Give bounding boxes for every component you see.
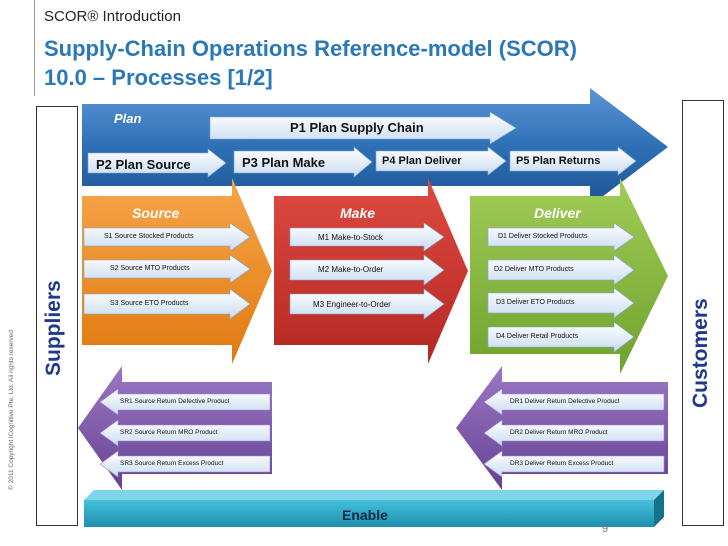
header-divider-line xyxy=(34,0,35,96)
enable-bar-side xyxy=(654,490,664,527)
plan-heading: Plan xyxy=(114,111,142,126)
suppliers-box xyxy=(36,106,78,526)
p1-arrow xyxy=(209,111,517,145)
s1-arrow xyxy=(83,222,251,252)
m2-label: M2 Make-to-Order xyxy=(318,265,384,274)
p2-label: P2 Plan Source xyxy=(96,157,191,172)
sr1-arrow xyxy=(99,388,271,416)
p2-arrow xyxy=(87,148,227,178)
p4-arrow xyxy=(375,146,507,176)
enable-bar-top xyxy=(84,490,664,500)
d1-arrow xyxy=(487,222,635,252)
sr2-arrow xyxy=(99,419,271,447)
d2-arrow xyxy=(487,254,635,286)
d2-label: D2 Deliver MTO Products xyxy=(494,266,574,273)
p3-arrow xyxy=(233,146,373,178)
sr3-label: SR3 Source Return Excess Product xyxy=(120,460,224,467)
suppliers-label: Suppliers xyxy=(42,280,65,376)
d1-label: D1 Deliver Stocked Products xyxy=(498,233,588,240)
sr1-label: SR1 Source Return Defective Product xyxy=(120,398,230,405)
m2-arrow xyxy=(289,254,445,286)
m1-arrow xyxy=(289,222,445,252)
m3-label: M3 Engineer-to-Order xyxy=(313,300,391,309)
m3-arrow xyxy=(289,288,445,320)
m1-label: M1 Make-to-Stock xyxy=(318,233,383,242)
p4-label: P4 Plan Deliver xyxy=(382,155,462,167)
dr1-arrow xyxy=(483,388,665,416)
customers-box xyxy=(682,100,724,526)
dr3-arrow xyxy=(483,450,665,478)
title-line-2: 10.0 – Processes [1/2] xyxy=(44,65,273,90)
p3-label: P3 Plan Make xyxy=(242,155,326,170)
customers-label: Customers xyxy=(689,298,712,408)
s3-arrow xyxy=(83,288,251,320)
dr3-label: DR3 Deliver Return Excess Product xyxy=(510,460,614,467)
source-heading: Source xyxy=(132,205,180,221)
dr2-arrow xyxy=(483,419,665,447)
make-heading: Make xyxy=(340,205,376,221)
plan-arrow xyxy=(82,88,668,206)
page-subtitle: SCOR® Introduction xyxy=(44,8,181,25)
p1-label: P1 Plan Supply Chain xyxy=(290,120,424,135)
p5-label: P5 Plan Returns xyxy=(516,155,601,167)
page-number: 9 xyxy=(602,523,609,535)
dr2-label: DR2 Deliver Return MRO Product xyxy=(510,429,608,436)
p5-arrow xyxy=(509,146,637,176)
d4-arrow xyxy=(487,321,635,353)
d4-label: D4 Deliver Retail Products xyxy=(496,333,579,340)
page-title: Supply-Chain Operations Reference-model … xyxy=(44,34,684,92)
s2-arrow xyxy=(83,254,251,284)
d3-arrow xyxy=(487,287,635,319)
sr2-label: SR2 Source Return MRO Product xyxy=(120,429,218,436)
enable-bar xyxy=(84,500,654,527)
s1-label: S1 Source Stocked Products xyxy=(104,233,194,240)
enable-label: Enable xyxy=(342,507,388,523)
sr3-arrow xyxy=(99,450,271,478)
title-line-1: Supply-Chain Operations Reference-model … xyxy=(44,36,577,61)
deliver-heading: Deliver xyxy=(534,205,581,221)
d3-label: D3 Deliver ETO Products xyxy=(496,299,575,306)
s3-label: S3 Source ETO Products xyxy=(110,300,189,307)
dr1-label: DR1 Deliver Return Defective Product xyxy=(510,398,620,405)
s2-label: S2 Source MTO Products xyxy=(110,265,190,272)
